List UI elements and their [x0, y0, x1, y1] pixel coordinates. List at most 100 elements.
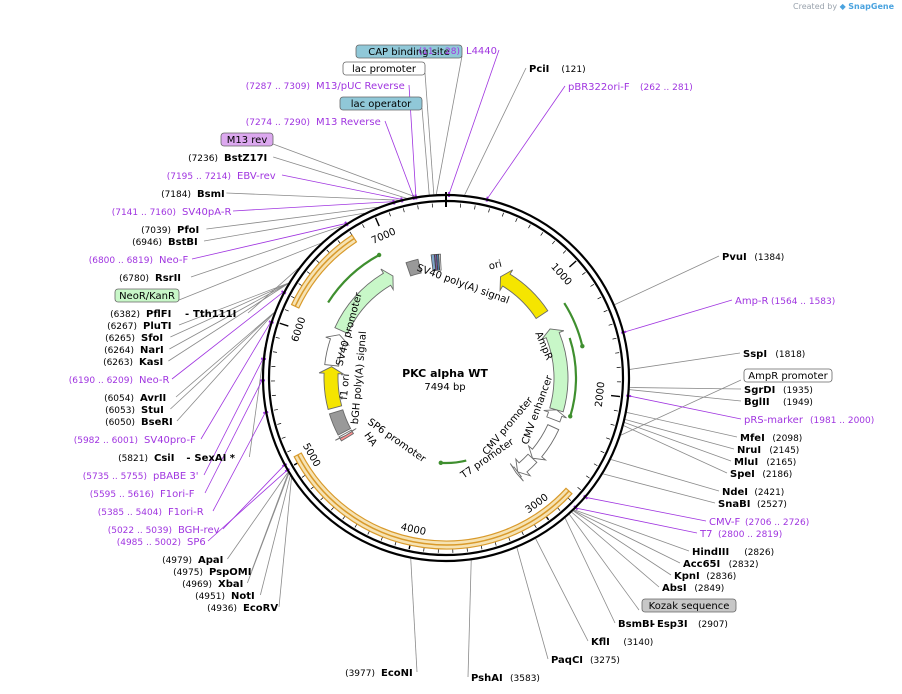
site-position: (5735 .. 5755) — [83, 472, 147, 482]
leader-line — [486, 85, 566, 199]
primer-l4440: (11 .. 28)L4440 — [419, 46, 497, 57]
site-position: (6264) — [104, 346, 134, 356]
primer-name: SP6 — [187, 537, 206, 548]
site-position: (7039) — [141, 226, 171, 236]
tick-label-7000: 7000 — [370, 226, 398, 246]
site-bseri: (6050)BseRI — [105, 417, 173, 428]
site-name-alt: Esp3I — [657, 619, 688, 630]
leader-line — [272, 143, 415, 198]
minor-tick — [593, 463, 598, 467]
site-position: (1384) — [754, 253, 784, 263]
site-separator: - — [651, 619, 655, 630]
primer-f1ori-f: (5595 .. 5616) F1ori-F — [90, 489, 195, 500]
feature-cmv-enhancer — [527, 424, 560, 461]
minor-tick — [533, 524, 537, 529]
small-feature — [436, 253, 440, 271]
feature-label-bgh: bGH poly(A) signal — [350, 331, 369, 425]
site-position: (6053) — [105, 406, 135, 416]
site-position: (7287 .. 7309) — [246, 82, 310, 92]
minor-tick — [515, 218, 518, 222]
site-kpni: KpnI(2836) — [674, 571, 736, 582]
site-name: KpnI — [674, 571, 700, 582]
feature-tag-label: lac operator — [351, 99, 412, 110]
leader-line — [626, 412, 738, 438]
site-position: (2421) — [754, 488, 784, 498]
feature-tag-ampr-promoter: AmpR promoter — [743, 368, 833, 383]
site-avrii: (6054)AvrII — [104, 393, 166, 404]
feature-f1-ori — [318, 366, 345, 410]
major-tick — [279, 322, 289, 327]
minor-tick — [275, 337, 280, 339]
major-tick — [568, 260, 577, 268]
site-name: BseRI — [141, 417, 173, 428]
minor-tick — [608, 323, 613, 326]
feature-bgh-poly-a-signal — [328, 409, 352, 436]
minor-tick — [567, 497, 572, 501]
leader-line — [175, 312, 275, 398]
site-pcii: PciI(121) — [529, 64, 586, 75]
primer-name: L4440 — [466, 46, 497, 57]
site-position: (7184) — [161, 190, 191, 200]
plasmid-length: 7494 bp — [424, 382, 465, 393]
orf-line — [440, 459, 467, 465]
site-position: (6780) — [119, 274, 149, 284]
leader-line — [281, 174, 402, 200]
snapgene-credit: Created by ◆ SnapGene — [793, 2, 894, 11]
leader-line — [247, 473, 290, 584]
site-position: (3140) — [623, 638, 653, 648]
leader-line — [569, 514, 640, 611]
minor-tick — [606, 437, 611, 440]
site-position: (7141 .. 7160) — [112, 208, 176, 218]
site-absi: AbsI(2849) — [662, 583, 724, 594]
site-econi: (3977)EcoNI — [345, 668, 413, 679]
site-name: StuI — [141, 405, 164, 416]
credit-brand: SnapGene — [848, 2, 894, 11]
primer-name: F1ori-F — [160, 489, 195, 500]
feature-tag-neor-kanr: NeoR/KanR — [114, 288, 180, 303]
minor-tick — [586, 475, 590, 479]
primer-neo-f: (6800 .. 6819)Neo-F — [89, 255, 189, 266]
minor-tick — [600, 450, 605, 454]
minor-tick — [287, 449, 292, 453]
site-name: PshAI — [471, 673, 503, 684]
site-ecorv: (4936)EcoRV — [207, 603, 278, 614]
primer-bgh-rev: (5022 .. 5039)BGH-rev — [108, 525, 220, 536]
tick-label-4000: 4000 — [400, 522, 427, 538]
leader-line — [610, 459, 720, 492]
cds-band-line — [297, 454, 570, 546]
site-position: (6265) — [105, 334, 135, 344]
leader-line — [585, 497, 707, 522]
site-position: (5821) — [118, 454, 148, 464]
site-position: (2832) — [729, 560, 759, 570]
minor-tick — [354, 523, 358, 528]
leader-line — [629, 389, 742, 402]
minor-tick — [528, 224, 531, 229]
site-bglii: BglII(1949) — [744, 397, 813, 408]
site-position: (5385 .. 5404) — [98, 508, 162, 518]
site-name: PluTI — [143, 321, 171, 332]
leader-line — [573, 510, 672, 576]
site-position: (5022 .. 5039) — [108, 526, 172, 536]
feature-tag-box — [220, 132, 274, 147]
leader-line — [200, 321, 272, 440]
site-apai: (4979)ApaI — [162, 555, 223, 566]
site-name: KflI — [591, 637, 610, 648]
site-position: (5595 .. 5616) — [90, 490, 154, 500]
leader-line — [169, 283, 289, 350]
site-position: (2907) — [698, 620, 728, 630]
site-name: HindIII — [692, 547, 729, 558]
site-name: PspOMI — [209, 567, 251, 578]
site-name: EcoRV — [243, 603, 278, 614]
leader-line — [464, 67, 527, 196]
minor-tick — [284, 309, 289, 312]
feature-cmv-promoter — [515, 453, 538, 477]
small-feature — [434, 254, 438, 271]
minor-tick — [603, 310, 608, 313]
feature-tag-m13-rev: M13 rev — [220, 132, 274, 147]
site-kasi: (6263)KasI — [103, 357, 163, 368]
orf-line — [568, 337, 578, 417]
site-position: (2098) — [772, 434, 802, 444]
site-position: (4969) — [182, 580, 212, 590]
leader-line — [410, 558, 418, 673]
minor-tick — [577, 486, 581, 491]
